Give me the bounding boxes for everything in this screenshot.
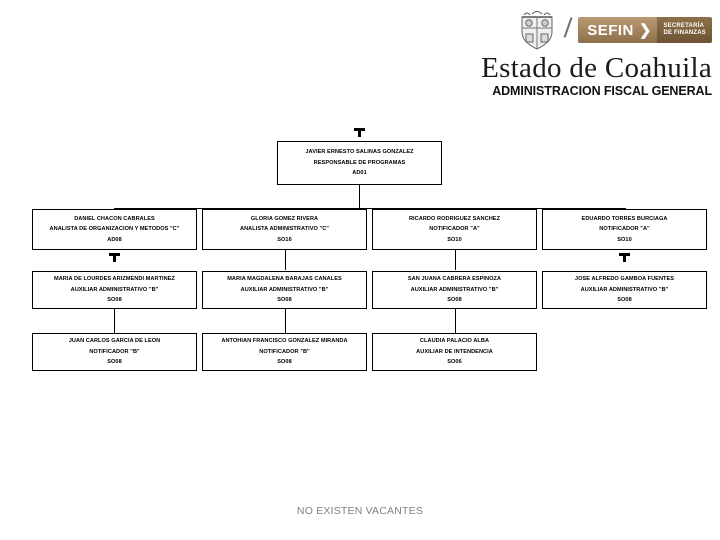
department-title: ADMINISTRACION FISCAL GENERAL [492, 84, 712, 99]
node-position: NOTIFICADOR "B" [259, 348, 310, 355]
node-position: AUXILIAR ADMINISTRATIVO "B" [580, 286, 669, 293]
sefin-subtitle-line1: SECRETARÍA [663, 22, 705, 29]
node-name: JOSE ALFREDO GAMBOA FUENTES [574, 276, 675, 283]
node-name: ANTOHIAN FRANCISCO GONZALEZ MIRANDA [221, 338, 348, 345]
node-row4-1[interactable]: JUAN CARLOS GARCIA DE LEON NOTIFICADOR "… [32, 333, 197, 371]
node-row4-3[interactable]: CLAUDIA PALACIO ALBA AUXILIAR DE INTENDE… [372, 333, 537, 371]
row3-anchor-icon-4 [619, 253, 630, 262]
node-code: SO10 [447, 236, 462, 243]
node-position: AUXILIAR ADMINISTRATIVO "B" [410, 286, 499, 293]
node-row3-1[interactable]: MARIA DE LOURDES ARIZMENDI MARTINEZ AUXI… [32, 271, 197, 309]
node-name: GLORIA GOMEZ RIVERA [250, 215, 319, 222]
node-name: JAVIER ERNESTO SALINAS GONZALEZ [305, 149, 414, 156]
node-name: MARIA MAGDALENA BARAJAS CANALES [227, 276, 342, 283]
logo-row: / SEFIN ❯ SECRETARÍA DE FINANZAS [514, 8, 712, 52]
connector-row3-drop-2 [285, 250, 287, 270]
sefin-wordmark: SEFIN [587, 21, 634, 39]
node-root[interactable]: JAVIER ERNESTO SALINAS GONZALEZ RESPONSA… [277, 141, 442, 185]
logo-divider-slash: / [563, 11, 573, 44]
footer-note: NO EXISTEN VACANTES [296, 505, 424, 517]
node-name: RICARDO RODRIGUEZ SANCHEZ [408, 215, 501, 222]
connector-row4-drop-2 [285, 309, 287, 333]
node-code: SO16 [277, 236, 292, 243]
node-position: ANALISTA DE ORGANIZACION Y METODOS "C" [49, 226, 180, 233]
node-row2-2[interactable]: GLORIA GOMEZ RIVERA ANALISTA ADMINISTRAT… [202, 209, 367, 250]
node-name: DANIEL CHACON CABRALES [74, 215, 155, 222]
node-code: SO08 [277, 297, 292, 304]
node-row3-2[interactable]: MARIA MAGDALENA BARAJAS CANALES AUXILIAR… [202, 271, 367, 309]
node-code: AD01 [352, 170, 367, 177]
node-row4-2[interactable]: ANTOHIAN FRANCISCO GONZALEZ MIRANDA NOTI… [202, 333, 367, 371]
connector-row2-bus [114, 208, 625, 210]
node-position: RESPONSABLE DE PROGRAMAS [313, 159, 406, 166]
chevron-right-icon: ❯ [638, 21, 652, 39]
node-code: SO08 [107, 297, 122, 304]
node-code: SO08 [447, 297, 462, 304]
connector-row4-drop-3 [455, 309, 457, 333]
node-row2-4[interactable]: EDUARDO TORRES BURCIAGA NOTIFICADOR "A" … [542, 209, 707, 250]
sefin-right-block: SECRETARÍA DE FINANZAS [657, 17, 712, 43]
sefin-subtitle-line2: DE FINANZAS [663, 30, 706, 36]
connector-row4-drop-1 [114, 309, 116, 333]
node-name: MARIA DE LOURDES ARIZMENDI MARTINEZ [54, 276, 175, 283]
coahuila-coat-of-arms-icon [521, 11, 553, 50]
node-name: CLAUDIA PALACIO ALBA [419, 338, 490, 345]
node-code: SO08 [107, 359, 122, 366]
node-name: JUAN CARLOS GARCIA DE LEON [68, 338, 161, 345]
root-anchor-icon [354, 128, 365, 137]
node-position: NOTIFICADOR "B" [89, 348, 140, 355]
sefin-left-block: SEFIN ❯ [578, 17, 658, 43]
connector-root-down [359, 185, 361, 208]
node-code: SO08 [617, 297, 632, 304]
node-position: AUXILIAR ADMINISTRATIVO "B" [70, 286, 159, 293]
row3-anchor-icon-1 [109, 253, 120, 262]
node-name: EDUARDO TORRES BURCIAGA [581, 215, 668, 222]
node-position: NOTIFICADOR "A" [429, 226, 480, 233]
node-code: SO10 [617, 236, 632, 243]
node-code: SO08 [277, 359, 292, 366]
node-position: NOTIFICADOR "A" [599, 226, 650, 233]
node-code: SO06 [447, 359, 462, 366]
node-position: AUXILIAR ADMINISTRATIVO "B" [240, 286, 329, 293]
page-header: / SEFIN ❯ SECRETARÍA DE FINANZAS Estado … [412, 8, 712, 98]
sefin-logo: SEFIN ❯ SECRETARÍA DE FINANZAS [578, 17, 712, 43]
node-name: SAN JUANA CABRERA ESPINOZA [407, 276, 502, 283]
connector-row3-drop-3 [455, 250, 457, 270]
node-row3-4[interactable]: JOSE ALFREDO GAMBOA FUENTES AUXILIAR ADM… [542, 271, 707, 309]
node-row2-3[interactable]: RICARDO RODRIGUEZ SANCHEZ NOTIFICADOR "A… [372, 209, 537, 250]
state-title: Estado de Coahuila [481, 52, 712, 84]
node-row3-3[interactable]: SAN JUANA CABRERA ESPINOZA AUXILIAR ADMI… [372, 271, 537, 309]
node-position: ANALISTA ADMINISTRATIVO "C" [240, 226, 329, 233]
node-code: AD08 [107, 236, 122, 243]
node-row2-1[interactable]: DANIEL CHACON CABRALES ANALISTA DE ORGAN… [32, 209, 197, 250]
node-position: AUXILIAR DE INTENDENCIA [416, 348, 493, 355]
